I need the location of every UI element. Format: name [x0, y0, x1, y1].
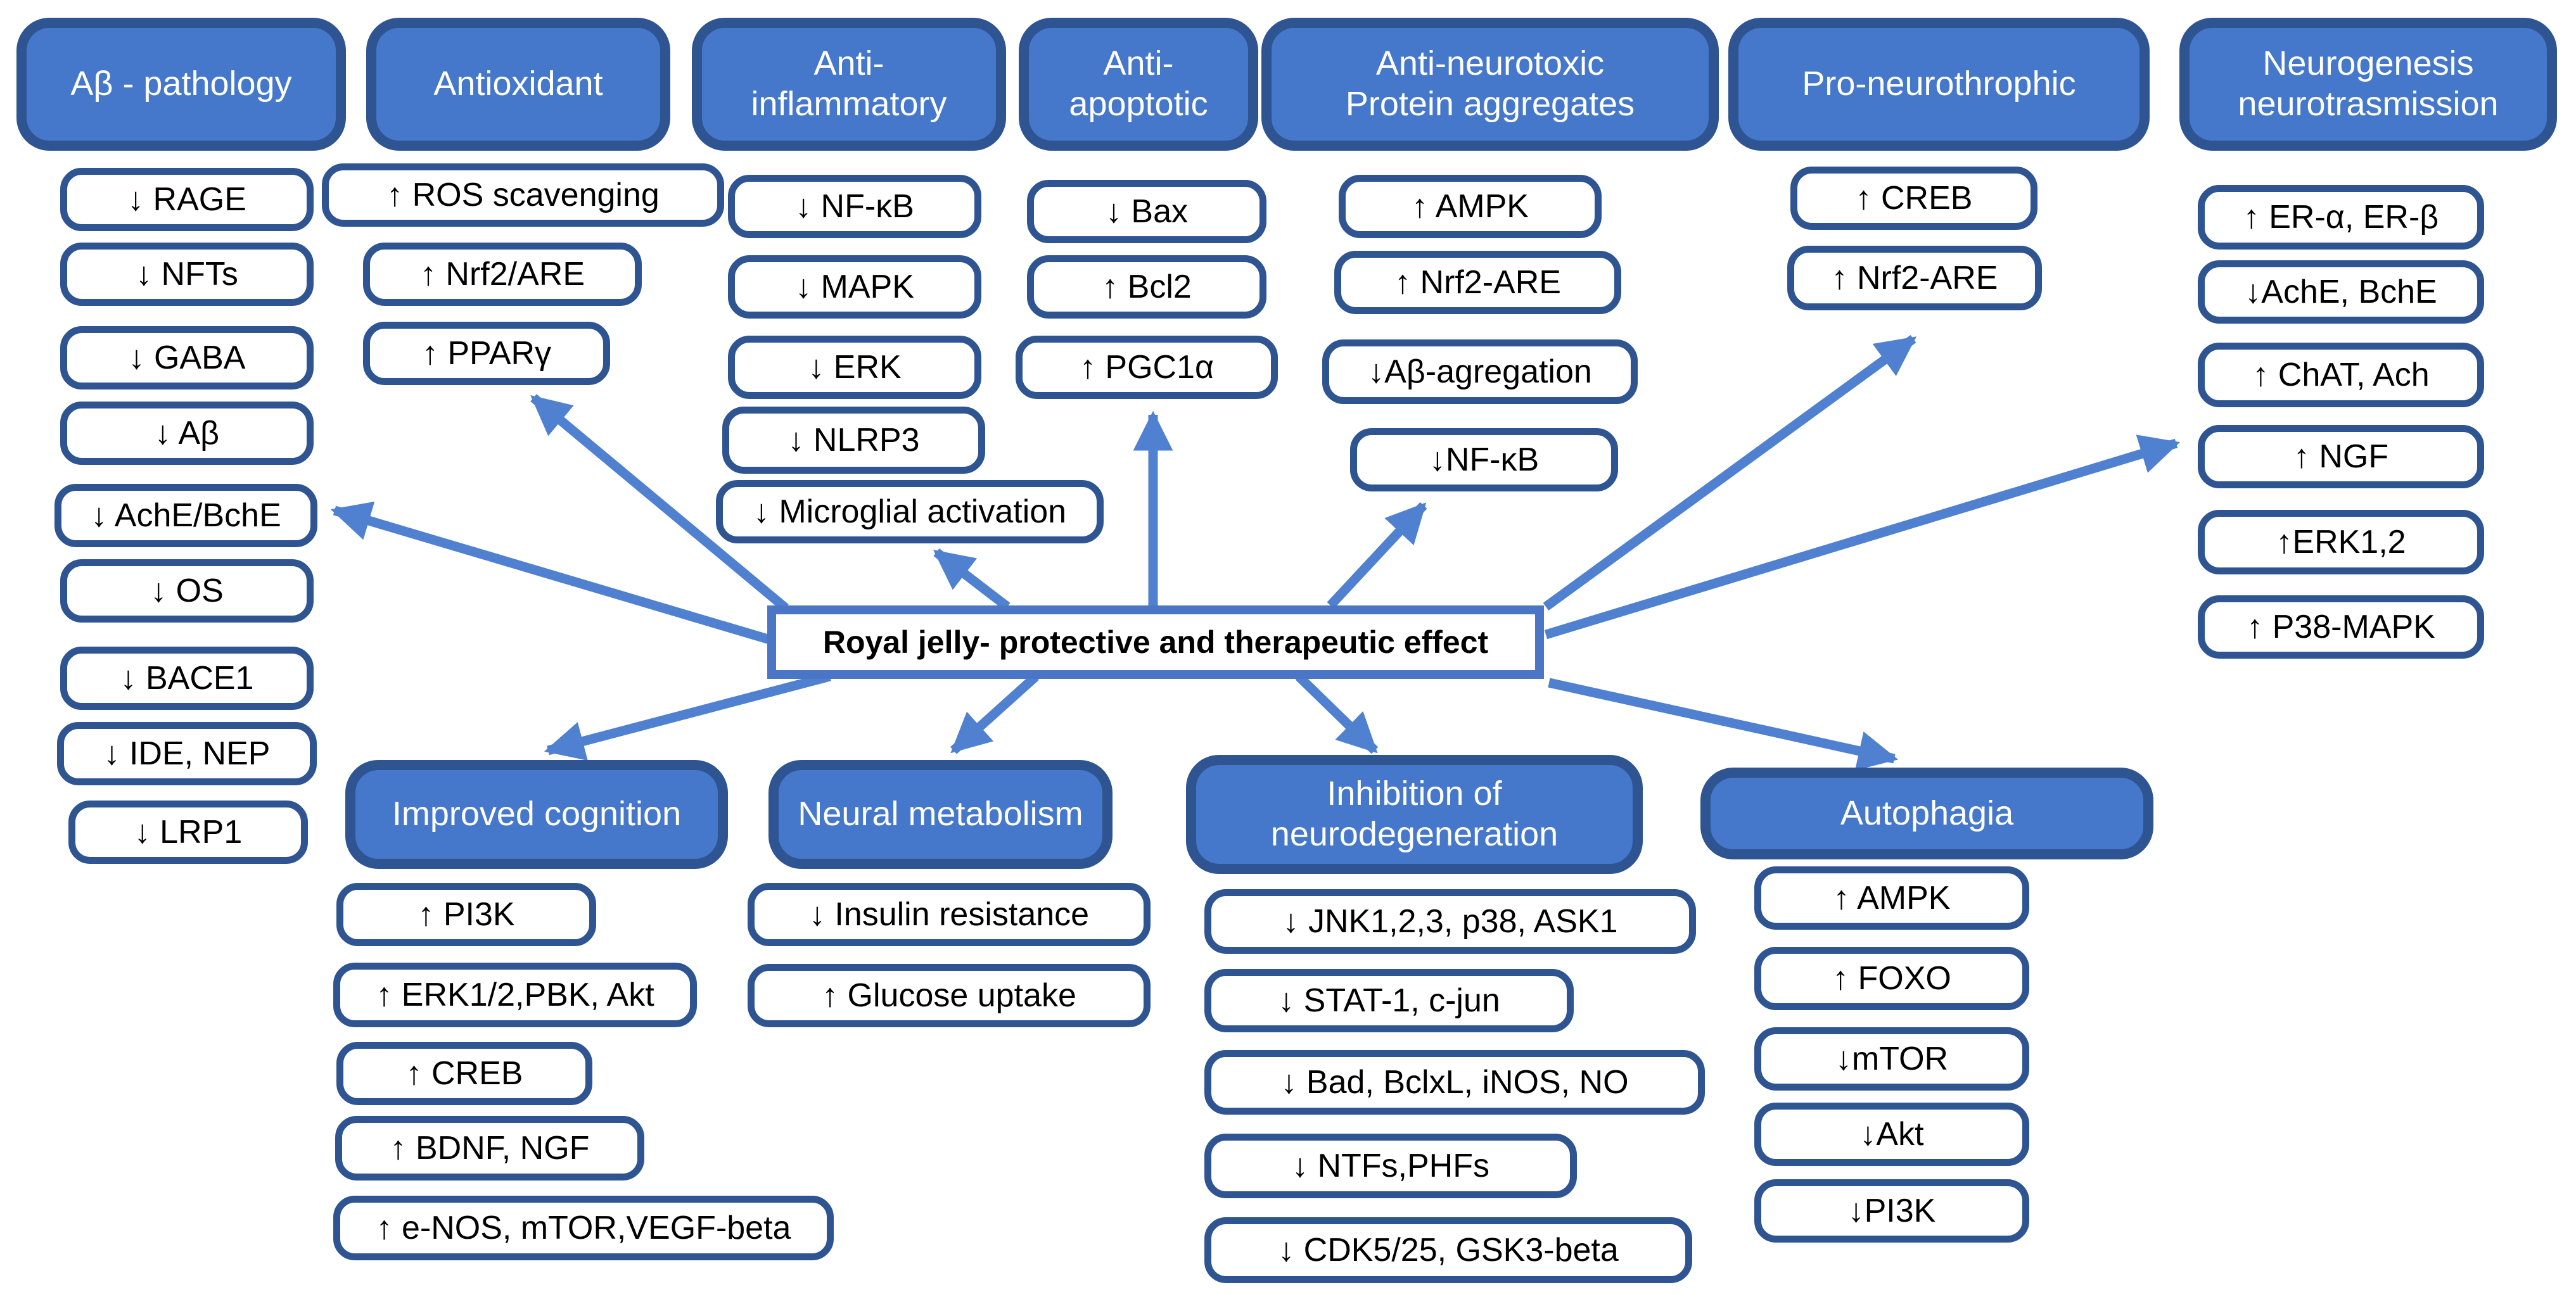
group-header-anti-neurotoxic: Anti-neurotoxic Protein aggregates	[1261, 18, 1719, 151]
arrow-to-neural-metabolism-icon	[950, 673, 1040, 754]
effect-box: ↓PI3K	[1754, 1179, 2029, 1243]
effect-box: ↓ IDE, NEP	[57, 722, 317, 785]
effect-box: ↓ Insulin resistance	[748, 883, 1151, 946]
effect-box: ↑ ChAT, Ach	[2198, 343, 2484, 407]
effect-box: ↓ ERK	[728, 336, 981, 399]
effect-box: ↑ PGC1α	[1016, 336, 1278, 399]
effect-box: ↑ Glucose uptake	[748, 964, 1151, 1027]
effect-box: ↓AchE, BchE	[2198, 260, 2484, 324]
group-header-anti-inflammatory: Anti- inflammatory	[692, 18, 1006, 151]
arrow-to-inhibition-icon	[1295, 673, 1379, 754]
effect-box: ↓ OS	[60, 559, 314, 623]
effect-box: ↑ ROS scavenging	[322, 163, 724, 227]
arrow-to-autophagia-icon	[1548, 678, 1899, 771]
effect-box: ↑ Nrf2-ARE	[1334, 251, 1621, 314]
effect-box: ↑ ER-α, ER-β	[2198, 185, 2484, 250]
effect-box: ↑ P38-MAPK	[2198, 595, 2484, 659]
effect-box: ↓ RAGE	[60, 168, 314, 231]
effect-box: ↓ GABA	[60, 326, 314, 389]
effect-box: ↑ Nrf2-ARE	[1787, 246, 2042, 310]
effect-box: ↓ NTFs,PHFs	[1204, 1134, 1577, 1198]
arrow-to-pro-neurothrophic-icon	[1543, 334, 1917, 611]
effect-box: ↑ AMPK	[1754, 866, 2029, 930]
group-header-improved-cognition: Improved cognition	[345, 760, 728, 869]
effect-box: ↑ PI3K	[336, 883, 596, 946]
effect-box: ↓ Bad, BclxL, iNOS, NO	[1204, 1050, 1705, 1115]
effect-box: ↓Akt	[1754, 1103, 2029, 1166]
effect-box: ↓mTOR	[1754, 1027, 2029, 1091]
effect-box: ↑ ERK1/2,PBK, Akt	[333, 963, 697, 1027]
effect-box: ↑ERK1,2	[2198, 510, 2484, 574]
arrow-to-neurogenesis-icon	[1544, 434, 2181, 640]
group-header-neural-metabolism: Neural metabolism	[768, 760, 1113, 869]
effect-box: ↓ AchE/BchE	[54, 484, 317, 547]
effect-box: ↓ NLRP3	[722, 407, 985, 474]
effect-box: ↓ Bax	[1027, 180, 1266, 243]
arrow-to-improved-cognition-icon	[544, 671, 831, 761]
effect-box: ↑ e-NOS, mTOR,VEGF-beta	[333, 1196, 834, 1260]
effect-box: ↓NF-κB	[1350, 428, 1618, 491]
effect-box: ↑ CREB	[1790, 167, 2037, 230]
arrow-to-ache-bche-icon	[330, 501, 772, 645]
effect-box: ↓ JNK1,2,3, p38, ASK1	[1204, 889, 1696, 954]
effect-box: ↓ LRP1	[68, 801, 308, 864]
effect-box: ↑ CREB	[336, 1042, 592, 1105]
group-header-ab-pathology: Aβ - pathology	[16, 18, 346, 151]
central-title-box: Royal jelly- protective and therapeutic …	[767, 605, 1544, 679]
effect-box: ↓ MAPK	[728, 255, 981, 319]
effect-box: ↑ NGF	[2198, 425, 2484, 488]
effect-box: ↑ FOXO	[1754, 947, 2029, 1010]
effect-box: ↑ Bcl2	[1027, 255, 1266, 319]
group-header-autophagia: Autophagia	[1700, 768, 2153, 859]
effect-box: ↓ CDK5/25, GSK3-beta	[1204, 1217, 1692, 1283]
group-header-anti-apoptotic: Anti- apoptotic	[1019, 18, 1258, 151]
effect-box: ↑ BDNF, NGF	[335, 1116, 644, 1181]
effect-box: ↓ BACE1	[60, 647, 314, 710]
group-header-pro-neurothrophic: Pro-neurothrophic	[1728, 18, 2150, 151]
arrow-to-nf-kb-icon	[1327, 502, 1427, 609]
arrow-to-microglial-icon	[933, 548, 1011, 611]
effect-box: ↓ STAT-1, c-jun	[1204, 969, 1574, 1032]
effect-box: ↓ Microglial activation	[716, 480, 1104, 543]
effect-box: ↑ PPARγ	[363, 322, 610, 385]
group-header-neurogenesis: Neurogenesis neurotrasmission	[2179, 18, 2557, 151]
group-header-inhibition-neurodegeneration: Inhibition of neurodegeneration	[1186, 755, 1643, 874]
effect-box: ↑ Nrf2/ARE	[363, 243, 642, 306]
effect-box: ↓ NFTs	[60, 243, 314, 306]
effect-box: ↑ AMPK	[1339, 175, 1602, 238]
effect-box: ↓Aβ-agregation	[1322, 339, 1638, 404]
effect-box: ↓ Aβ	[60, 402, 314, 465]
arrow-to-ppar-gamma-icon	[530, 394, 789, 612]
group-header-antioxidant: Antioxidant	[366, 18, 670, 151]
effect-box: ↓ NF-κB	[728, 175, 981, 238]
